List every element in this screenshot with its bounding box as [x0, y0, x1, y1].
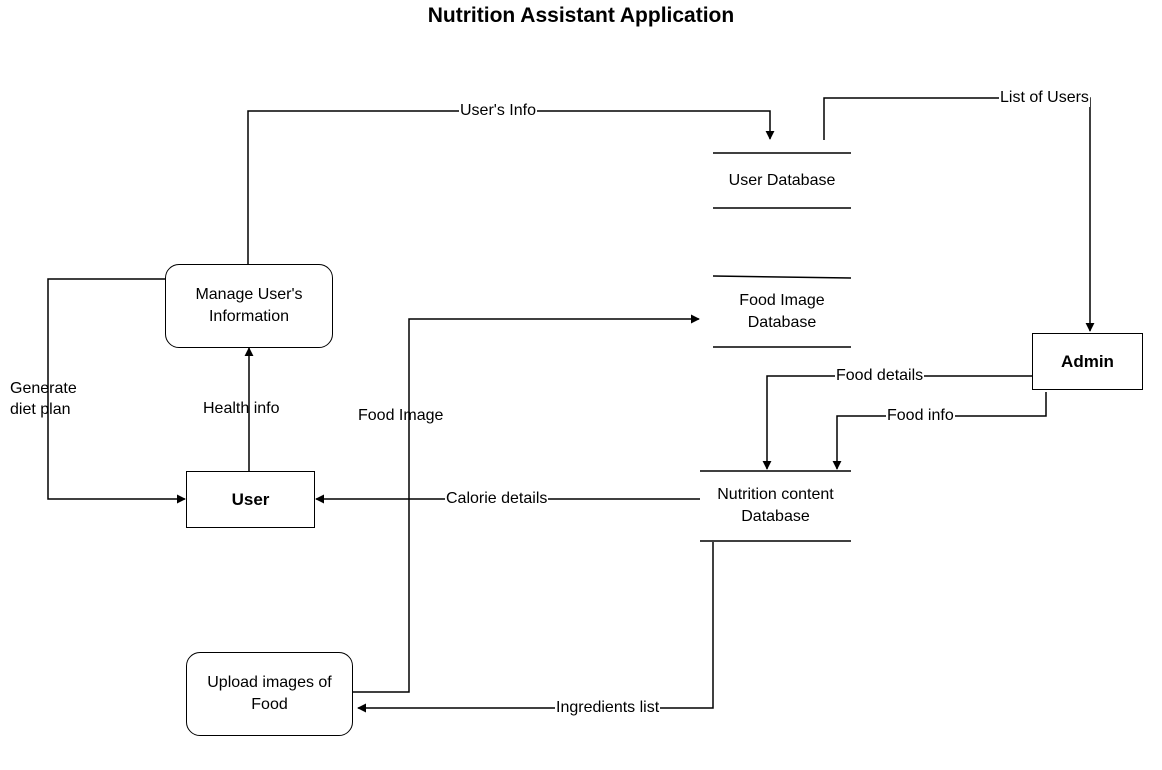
flow-label-food-details: Food details [835, 367, 925, 385]
process-upload-images: Upload images of Food [186, 652, 353, 736]
flow-food-image [352, 314, 700, 693]
flow-users-info [247, 110, 775, 264]
flow-label-food-image: Food Image [358, 407, 444, 424]
flow-label-food-info: Food info [886, 407, 955, 425]
flow-list-of-users [823, 97, 1095, 332]
store-food-image-database: Food Image Database [713, 279, 851, 345]
flow-label-users-info: User's Info [459, 102, 537, 120]
diagram-title: Nutrition Assistant Application [427, 4, 735, 27]
flow-food-info [832, 392, 1047, 470]
flow-generate-diet-plan [47, 278, 186, 504]
flow-label-health-info: Health info [203, 400, 280, 417]
process-upload-images-label: Upload images of Food [207, 674, 332, 713]
flow-food-details [762, 375, 1032, 470]
flow-label-calorie-details: Calorie details [445, 490, 549, 508]
flow-label-generate-diet-plan-line2: diet plan [10, 401, 71, 418]
food-image-db-top-line [712, 275, 852, 279]
store-user-database-label: User Database [728, 172, 836, 189]
process-manage-user-info: Manage User's Information [165, 264, 333, 348]
entity-user-label: User [231, 489, 270, 509]
process-manage-user-info-label: Manage User's Information [195, 286, 303, 325]
entity-admin: Admin [1032, 333, 1143, 390]
flow-label-generate-diet-plan-line1: Generate [10, 380, 77, 397]
entity-admin-label: Admin [1061, 351, 1114, 371]
entity-user: User [186, 471, 315, 528]
store-food-image-database-label: Food Image Database [739, 292, 825, 331]
store-user-database: User Database [713, 155, 851, 207]
store-nutrition-content-database: Nutrition content Database [700, 473, 851, 539]
flow-ingredients-list [357, 542, 714, 713]
store-nutrition-content-database-label: Nutrition content Database [717, 486, 834, 525]
flow-label-ingredients-list: Ingredients list [555, 699, 661, 717]
flow-label-list-of-users: List of Users [999, 89, 1090, 107]
